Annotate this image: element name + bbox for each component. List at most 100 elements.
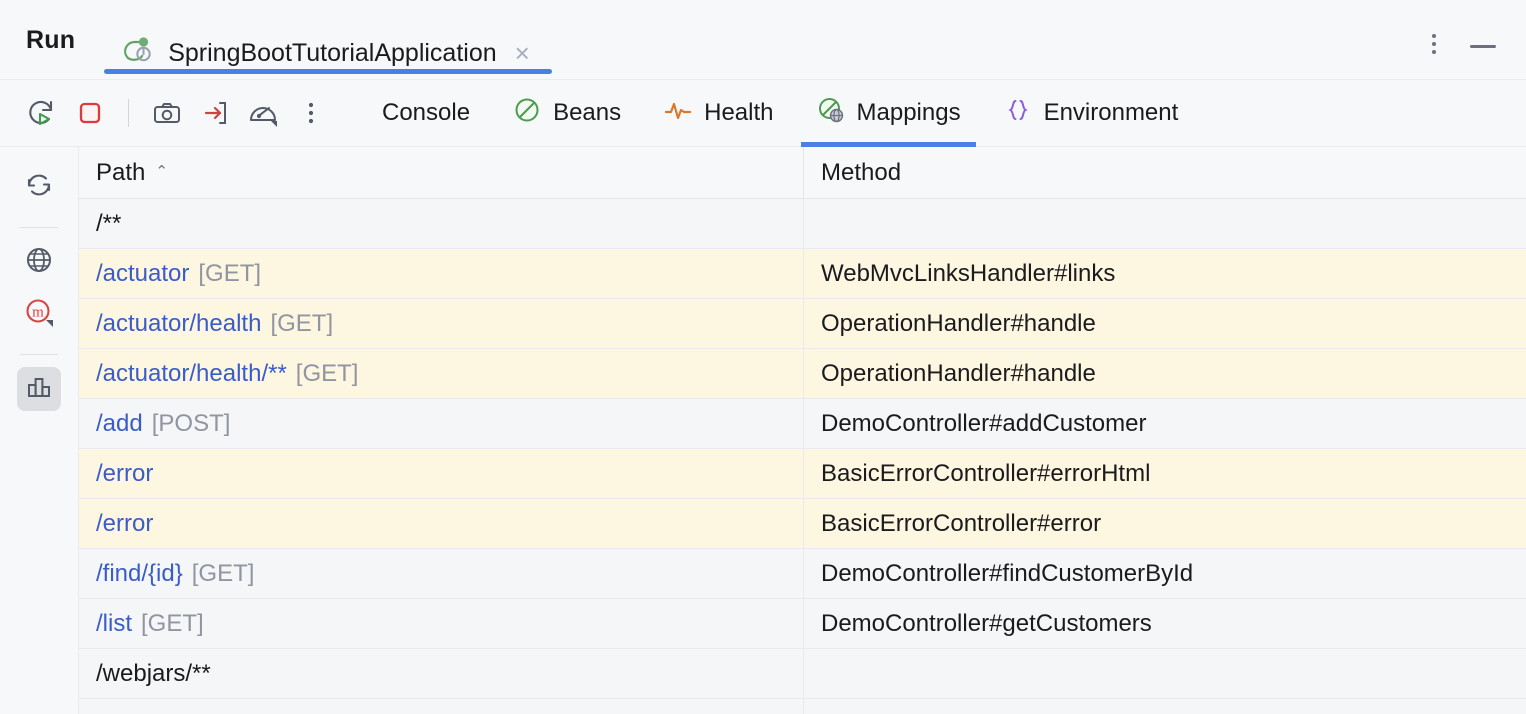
kebab-menu-icon[interactable]: [291, 93, 331, 133]
tab-active-indicator: [801, 142, 976, 147]
toolbar-action-group: [0, 93, 331, 133]
path-link[interactable]: /actuator: [96, 260, 189, 288]
table-row[interactable]: /actuator/health/** [GET] OperationHandler…: [79, 349, 1526, 399]
http-verb-badge: [POST]: [152, 410, 231, 438]
path-link[interactable]: /add: [96, 410, 143, 438]
sidebar-separator: [20, 354, 58, 355]
table-row[interactable]: [79, 699, 1526, 714]
bar-chart-icon: [23, 371, 55, 408]
table-row[interactable]: /list [GET] DemoController#getCustomers: [79, 599, 1526, 649]
path-text: /webjars/**: [96, 660, 211, 688]
refresh-button[interactable]: [17, 165, 61, 209]
tab-mappings[interactable]: Mappings: [795, 80, 982, 147]
cell-path: [79, 699, 804, 714]
toolbar-separator: [128, 99, 129, 127]
rerun-icon[interactable]: [22, 93, 62, 133]
cell-method: BasicErrorController#error: [804, 499, 1526, 548]
kebab-menu-icon[interactable]: [1426, 30, 1442, 58]
cell-method: OperationHandler#handle: [804, 349, 1526, 398]
sidebar-separator: [20, 227, 58, 228]
mappings-table: Path ⌃ Method /** /actuator [GET] WebMvcLin…: [79, 147, 1526, 714]
titlebar-actions: [1426, 0, 1526, 58]
svg-text:m: m: [32, 304, 44, 320]
table-row[interactable]: /add [POST] DemoController#addCustomer: [79, 399, 1526, 449]
cell-method: [804, 699, 1526, 714]
cell-path: /actuator/health [GET]: [79, 299, 804, 348]
table-row[interactable]: /actuator/health [GET] OperationHandler#ha…: [79, 299, 1526, 349]
table-row[interactable]: /actuator [GET] WebMvcLinksHandler#links: [79, 249, 1526, 299]
cell-method: BasicErrorController#errorHtml: [804, 449, 1526, 498]
tab-label: Console: [382, 99, 470, 127]
run-tool-window-titlebar: Run SpringBootTutorialApplication ×: [0, 0, 1526, 80]
tab-console[interactable]: Console: [361, 80, 491, 147]
beans-icon: [512, 95, 542, 132]
tab-beans[interactable]: Beans: [491, 80, 642, 147]
table-header-row: Path ⌃ Method: [79, 147, 1526, 199]
path-link[interactable]: /error: [96, 460, 153, 488]
gauge-icon[interactable]: [243, 93, 283, 133]
http-verb-badge: [GET]: [296, 360, 359, 388]
cell-method: DemoController#getCustomers: [804, 599, 1526, 648]
run-configuration-name: SpringBootTutorialApplication: [168, 39, 496, 68]
path-link[interactable]: /actuator/health: [96, 310, 261, 338]
metrics-button[interactable]: m: [17, 292, 61, 336]
table-row[interactable]: /error BasicErrorController#errorHtml: [79, 449, 1526, 499]
tab-environment[interactable]: Environment: [982, 80, 1200, 147]
tab-label: Beans: [553, 99, 621, 127]
table-row[interactable]: /find/{id} [GET] DemoController#findCustom…: [79, 549, 1526, 599]
run-configuration-tab[interactable]: SpringBootTutorialApplication ×: [104, 0, 552, 80]
http-verb-badge: [GET]: [198, 260, 261, 288]
braces-icon: [1003, 95, 1033, 132]
endpoints-button[interactable]: [17, 240, 61, 284]
path-link[interactable]: /error: [96, 510, 153, 538]
refresh-icon: [22, 168, 56, 207]
path-link[interactable]: /actuator/health/**: [96, 360, 287, 388]
tab-label: Environment: [1044, 99, 1179, 127]
cell-method: DemoController#addCustomer: [804, 399, 1526, 448]
cell-method: [804, 199, 1526, 248]
globe-icon: [22, 243, 56, 282]
column-header-path[interactable]: Path ⌃: [79, 147, 804, 198]
cell-path: /actuator [GET]: [79, 249, 804, 298]
close-icon[interactable]: ×: [509, 38, 536, 68]
active-tab-indicator: [104, 69, 552, 74]
tab-health[interactable]: Health: [642, 80, 794, 147]
cell-path: /error: [79, 449, 804, 498]
mappings-panel: m Path ⌃ Method: [0, 147, 1526, 714]
http-verb-badge: [GET]: [192, 560, 255, 588]
cell-path: /list [GET]: [79, 599, 804, 648]
run-toolbar: Console Beans Health: [0, 80, 1526, 147]
column-header-method[interactable]: Method: [804, 147, 1526, 198]
path-link[interactable]: /list: [96, 610, 132, 638]
table-row[interactable]: /error BasicErrorController#error: [79, 499, 1526, 549]
spring-boot-icon: [120, 33, 156, 74]
minimize-icon[interactable]: [1470, 45, 1496, 48]
http-verb-badge: [GET]: [270, 310, 333, 338]
path-text: /**: [96, 210, 121, 238]
camera-icon[interactable]: [147, 93, 187, 133]
red-m-icon: m: [22, 295, 56, 334]
cell-path: /find/{id} [GET]: [79, 549, 804, 598]
mappings-sidebar: m: [0, 147, 79, 714]
cell-path: /**: [79, 199, 804, 248]
column-header-label: Path: [96, 159, 145, 187]
cell-method: OperationHandler#handle: [804, 299, 1526, 348]
cell-method: DemoController#findCustomerById: [804, 549, 1526, 598]
table-row[interactable]: /**: [79, 199, 1526, 249]
charts-button[interactable]: [17, 367, 61, 411]
cell-path: /add [POST]: [79, 399, 804, 448]
cell-path: /webjars/**: [79, 649, 804, 698]
path-link[interactable]: /find/{id}: [96, 560, 183, 588]
arrow-into-box-icon[interactable]: [195, 93, 235, 133]
cell-method: WebMvcLinksHandler#links: [804, 249, 1526, 298]
http-verb-badge: [GET]: [141, 610, 204, 638]
table-body: /** /actuator [GET] WebMvcLinksHandler#link…: [79, 199, 1526, 714]
table-row[interactable]: /webjars/**: [79, 649, 1526, 699]
cell-path: /error: [79, 499, 804, 548]
mappings-icon: [816, 95, 846, 132]
column-header-label: Method: [821, 159, 901, 187]
tab-label: Health: [704, 99, 773, 127]
cell-path: /actuator/health/** [GET]: [79, 349, 804, 398]
endpoint-tabs: Console Beans Health: [361, 80, 1199, 147]
stop-square-icon[interactable]: [70, 93, 110, 133]
